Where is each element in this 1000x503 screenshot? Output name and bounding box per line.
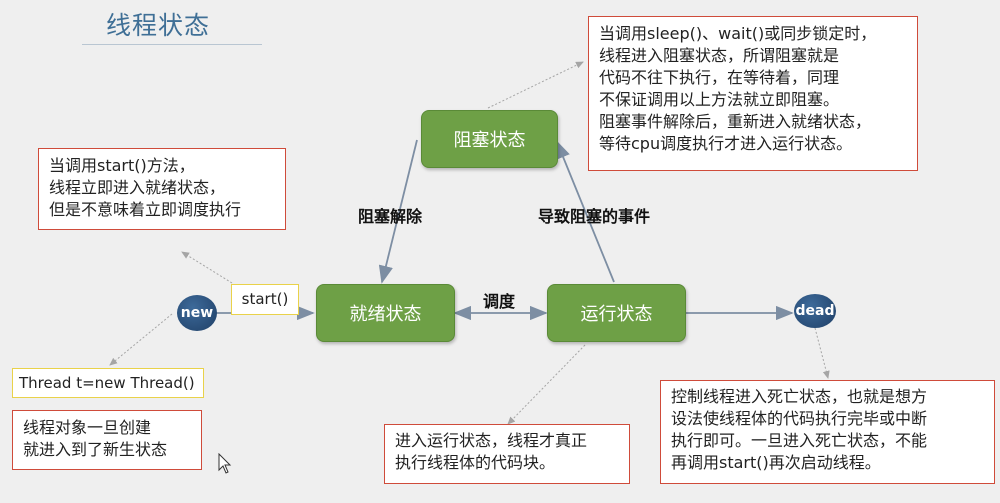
note-blocked: 当调用sleep()、wait()或同步锁定时， 线程进入阻塞状态，所谓阻塞就是… xyxy=(588,16,918,171)
note-line: 当调用sleep()、wait()或同步锁定时， xyxy=(599,24,877,43)
state-runnable: 就绪状态 xyxy=(316,284,455,342)
label-block-event: 导致阻塞的事件 xyxy=(538,207,651,226)
label-unblock: 阻塞解除 xyxy=(358,207,423,226)
mouse-cursor-icon xyxy=(218,453,232,474)
label-create: Thread t=new Thread() xyxy=(12,368,204,398)
note-line: 当调用start()方法， xyxy=(49,156,195,175)
note-line: 控制线程进入死亡状态，也就是想方 xyxy=(671,387,928,406)
state-running: 运行状态 xyxy=(547,284,686,342)
note-running: 进入运行状态，线程才真正 执行线程体的代码块。 xyxy=(384,424,630,484)
pointer-dead-note xyxy=(814,327,830,379)
note-line: 进入运行状态，线程才真正 xyxy=(395,431,588,450)
label-start: start() xyxy=(231,284,299,315)
note-line: 设法使线程体的代码执行完毕或中断 xyxy=(671,409,928,428)
note-line: 但是不意味着立即调度执行 xyxy=(49,200,242,219)
note-start: 当调用start()方法， 线程立即进入就绪状态， 但是不意味着立即调度执行 xyxy=(38,148,286,230)
note-line: 不保证调用以上方法就立即阻塞。 xyxy=(599,90,840,109)
note-line: 再调用start()再次启动线程。 xyxy=(671,453,881,472)
arrow-blocked-to-runnable xyxy=(378,139,418,284)
state-new: new xyxy=(177,295,217,331)
note-new: 线程对象一旦创建 就进入到了新生状态 xyxy=(12,410,202,470)
note-line: 执行即可。一旦进入死亡状态，不能 xyxy=(671,431,928,450)
note-line: 就进入到了新生状态 xyxy=(23,440,168,459)
state-blocked: 阻塞状态 xyxy=(421,110,558,168)
note-line: 代码不往下执行，在等待着，同理 xyxy=(599,68,840,87)
note-line: 阻塞事件解除后，重新进入就绪状态， xyxy=(599,112,872,131)
note-line: 执行线程体的代码块。 xyxy=(395,453,556,472)
arrow-running-to-blocked xyxy=(556,140,615,283)
pointer-running-note xyxy=(507,344,586,425)
label-schedule: 调度 xyxy=(483,292,516,311)
note-line: 线程对象一旦创建 xyxy=(23,418,152,437)
note-dead: 控制线程进入死亡状态，也就是想方 设法使线程体的代码执行完毕或中断 执行即可。一… xyxy=(660,380,995,484)
pointer-new-note xyxy=(109,313,173,366)
pointer-start-note xyxy=(181,251,233,284)
pointer-blocked-note xyxy=(487,61,584,109)
page-title: 线程状态 xyxy=(106,11,211,40)
note-line: 线程立即进入就绪状态， xyxy=(49,178,226,197)
note-line: 线程进入阻塞状态，所谓阻塞就是 xyxy=(599,46,840,65)
note-line: 等待cpu调度执行才进入运行状态。 xyxy=(599,134,853,153)
title-underline xyxy=(82,44,262,45)
state-dead: dead xyxy=(794,294,836,328)
